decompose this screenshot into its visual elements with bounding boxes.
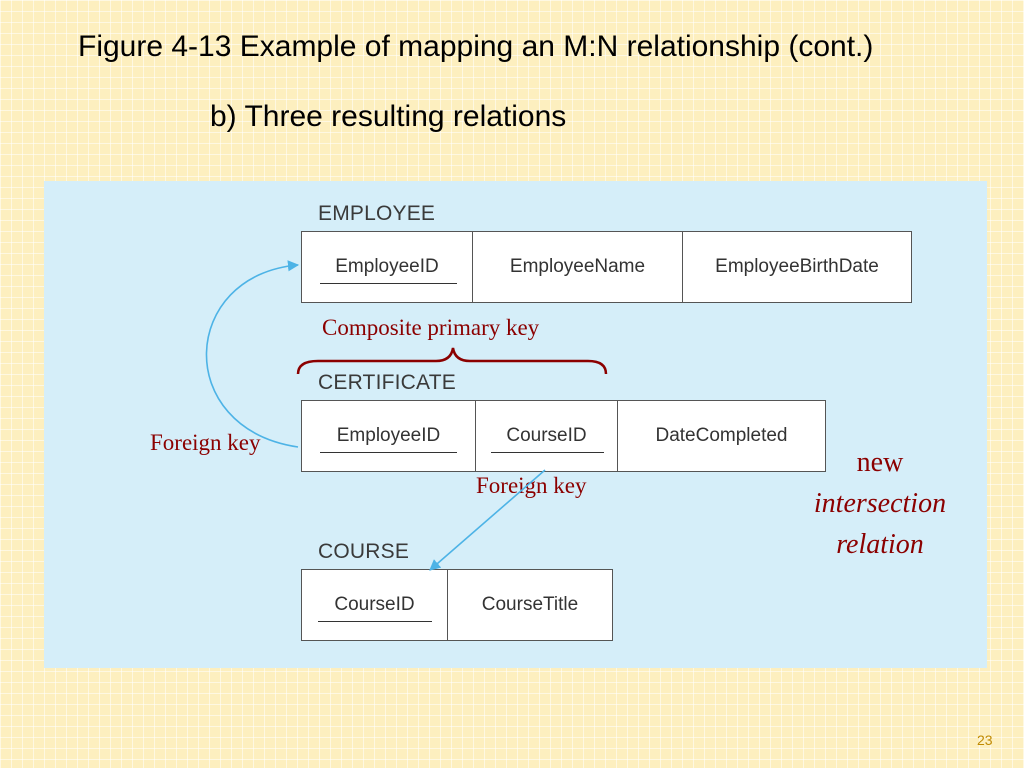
slide-subtitle: b) Three resulting relations	[210, 100, 567, 133]
certificate-relation: EmployeeID CourseID DateCompleted	[301, 400, 826, 472]
attribute-label: EmployeeID	[335, 256, 439, 277]
intersection-note-line2: intersection	[813, 488, 947, 519]
attribute-label: EmployeeID	[336, 425, 441, 446]
employee-attr-birthdate: EmployeeBirthDate	[683, 232, 911, 302]
employee-attr-employeename: EmployeeName	[473, 232, 683, 302]
certificate-relation-name: CERTIFICATE	[318, 371, 456, 394]
foreign-key-label-right: Foreign key	[476, 473, 587, 498]
course-attr-coursetitle: CourseTitle	[448, 570, 612, 640]
attribute-label: EmployeeBirthDate	[715, 256, 879, 277]
slide-title: Figure 4-13 Example of mapping an M:N re…	[78, 30, 874, 63]
primary-key-underline	[491, 452, 604, 453]
course-attr-courseid: CourseID	[302, 570, 448, 640]
primary-key-underline	[318, 621, 432, 622]
employee-relation: EmployeeID EmployeeName EmployeeBirthDat…	[301, 231, 912, 303]
attribute-label: CourseID	[334, 594, 415, 615]
certificate-attr-datecompleted: DateCompleted	[618, 401, 825, 471]
course-relation: CourseID CourseTitle	[301, 569, 613, 641]
primary-key-underline	[320, 452, 457, 453]
intersection-note-line1: new	[856, 447, 904, 478]
foreign-key-label-left: Foreign key	[150, 430, 261, 455]
employee-relation-name: EMPLOYEE	[318, 202, 436, 225]
attribute-label: EmployeeName	[509, 256, 646, 277]
employee-attr-employeeid: EmployeeID	[302, 232, 473, 302]
attribute-label: CourseTitle	[481, 594, 579, 615]
certificate-attr-courseid: CourseID	[476, 401, 618, 471]
primary-key-underline	[320, 283, 457, 284]
intersection-note-line3: relation	[836, 529, 924, 560]
attribute-label: DateCompleted	[655, 425, 788, 446]
course-relation-name: COURSE	[318, 540, 410, 563]
attribute-label: CourseID	[506, 425, 587, 446]
intersection-relation-note: new intersection relation	[790, 442, 970, 565]
composite-key-label: Composite primary key	[322, 315, 540, 340]
certificate-attr-employeeid: EmployeeID	[302, 401, 476, 471]
page-number: 23	[977, 732, 993, 748]
